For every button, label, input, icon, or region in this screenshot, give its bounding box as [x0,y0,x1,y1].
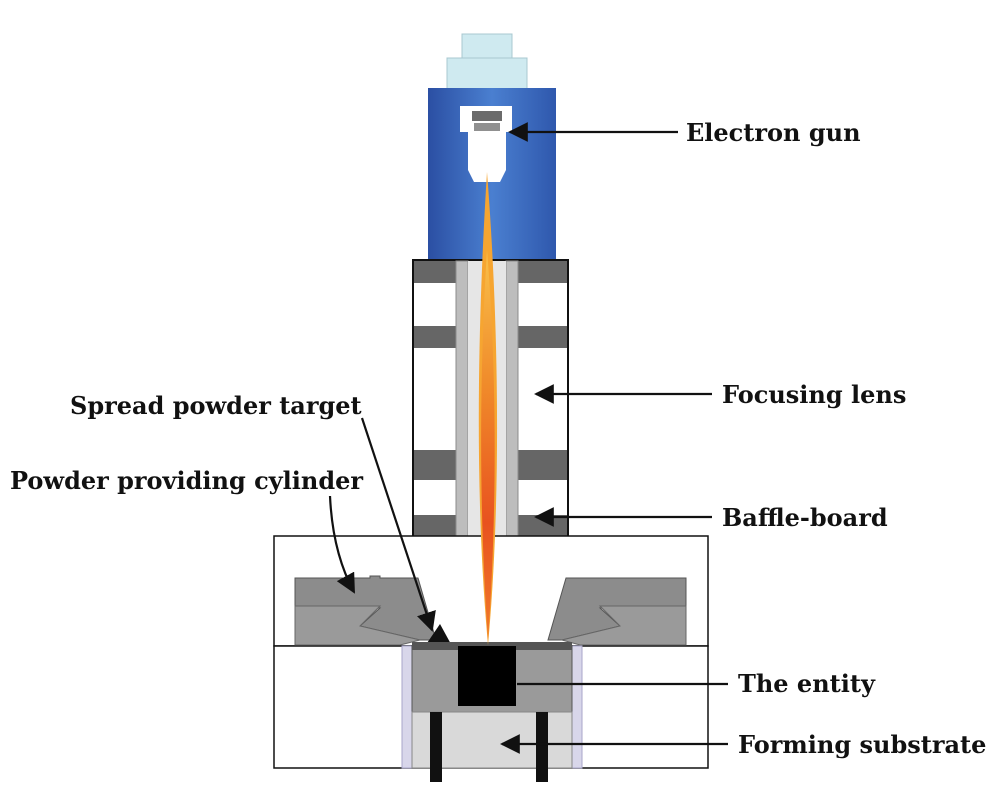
powder-cylinder-arrow [328,495,355,594]
labels: Electron gun Focusing lens Spread powder… [10,118,986,759]
baffle-board-label: Baffle-board [722,503,888,532]
electron-beam [478,172,498,645]
build-well-right-wall [571,645,583,769]
lens-tube-right-wall [505,260,519,538]
build-well-left-wall [401,645,413,769]
powder-hopper-left-bottom [294,605,421,646]
focusing-lens-label: Focusing lens [722,380,906,409]
electron-gun-label: Electron gun [686,118,861,147]
lens-tube-left-wall [455,260,469,538]
cathode-top [472,111,502,121]
spread-powder-target-label: Spread powder target [70,391,362,420]
cathode-bottom [474,123,500,131]
gun-cap [446,57,528,91]
powder-hopper-right-bottom [560,605,687,646]
gun-cap-top [461,33,513,61]
beam-inner [481,250,495,640]
support-rod-left [430,712,442,782]
powder-providing-cylinder-label: Powder providing cylinder [10,466,363,495]
spread-powder-target-shape [425,624,452,646]
spread-powder-target-arrow [360,417,436,632]
the-entity-label: The entity [738,669,876,698]
entity-block [458,646,516,706]
electron-gun [428,33,556,260]
support-rod-right [536,712,548,782]
arrows [328,122,728,754]
forming-substrate-label: Forming substrate [738,730,986,759]
